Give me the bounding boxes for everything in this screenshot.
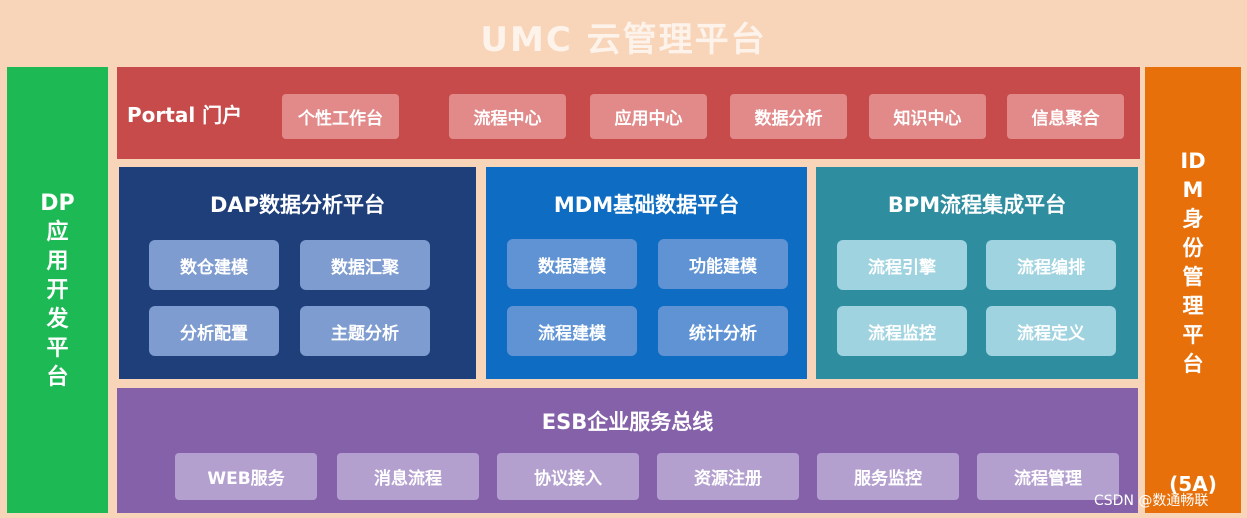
- dap-tile-analysis-config[interactable]: 分析配置: [149, 306, 279, 356]
- mdm-tile-statistics[interactable]: 统计分析: [658, 306, 788, 356]
- mdm-tile-data-modeling[interactable]: 数据建模: [507, 239, 637, 289]
- idm-platform-label: IDM身份管理平台: [1180, 149, 1206, 376]
- esb-item-process-management[interactable]: 流程管理: [977, 453, 1119, 500]
- esb-block: ESB企业服务总线 WEB服务 消息流程 协议接入 资源注册 服务监控 流程管理: [117, 388, 1138, 513]
- mdm-tile-process-modeling[interactable]: 流程建模: [507, 306, 637, 356]
- dap-panel-title: DAP数据分析平台: [209, 193, 386, 217]
- portal-item-process-center[interactable]: 流程中心: [449, 94, 566, 139]
- dap-tile-data-aggregation[interactable]: 数据汇聚: [300, 240, 430, 290]
- dap-tile-warehouse-modeling[interactable]: 数仓建模: [149, 240, 279, 290]
- esb-item-protocol-access[interactable]: 协议接入: [497, 453, 639, 500]
- portal-item-workbench[interactable]: 个性工作台: [282, 94, 399, 139]
- dap-tile-topic-analysis[interactable]: 主题分析: [300, 306, 430, 356]
- bpm-tile-process-orchestration[interactable]: 流程编排: [986, 240, 1116, 290]
- bpm-tile-process-monitoring[interactable]: 流程监控: [837, 306, 967, 356]
- platform-title: UMC 云管理平台: [480, 20, 767, 60]
- portal-block: Portal 门户 个性工作台 流程中心 应用中心 数据分析 知识中心 信息聚合: [117, 67, 1140, 159]
- idm-platform-block: IDM身份管理平台 (5A): [1145, 67, 1241, 513]
- mdm-panel-title: MDM基础数据平台: [553, 193, 740, 217]
- bpm-panel: BPM流程集成平台 流程引擎 流程编排 流程监控 流程定义: [816, 167, 1138, 379]
- watermark: CSDN @数通畅联: [1094, 493, 1209, 509]
- portal-item-info-aggregation[interactable]: 信息聚合: [1007, 94, 1124, 139]
- bpm-tile-process-definition[interactable]: 流程定义: [986, 306, 1116, 356]
- esb-item-service-monitoring[interactable]: 服务监控: [817, 453, 959, 500]
- dap-panel: DAP数据分析平台 数仓建模 数据汇聚 分析配置 主题分析: [119, 167, 476, 379]
- idm-platform-sublabel: (5A): [1169, 472, 1217, 496]
- portal-item-knowledge-center[interactable]: 知识中心: [869, 94, 986, 139]
- esb-item-message-flow[interactable]: 消息流程: [337, 453, 479, 500]
- bpm-panel-title: BPM流程集成平台: [887, 193, 1067, 217]
- esb-title: ESB企业服务总线: [541, 410, 714, 434]
- bpm-tile-process-engine[interactable]: 流程引擎: [837, 240, 967, 290]
- mdm-tile-function-modeling[interactable]: 功能建模: [658, 239, 788, 289]
- esb-item-resource-registry[interactable]: 资源注册: [657, 453, 799, 500]
- esb-item-web-service[interactable]: WEB服务: [175, 453, 317, 500]
- portal-item-app-center[interactable]: 应用中心: [590, 94, 707, 139]
- portal-label: Portal 门户: [127, 103, 243, 127]
- portal-item-data-analysis[interactable]: 数据分析: [730, 94, 847, 139]
- dp-platform-block: DP应用开发平台: [7, 67, 108, 513]
- dp-platform-label: DP应用开发平台: [40, 190, 75, 390]
- mdm-panel: MDM基础数据平台 数据建模 功能建模 流程建模 统计分析: [486, 167, 807, 379]
